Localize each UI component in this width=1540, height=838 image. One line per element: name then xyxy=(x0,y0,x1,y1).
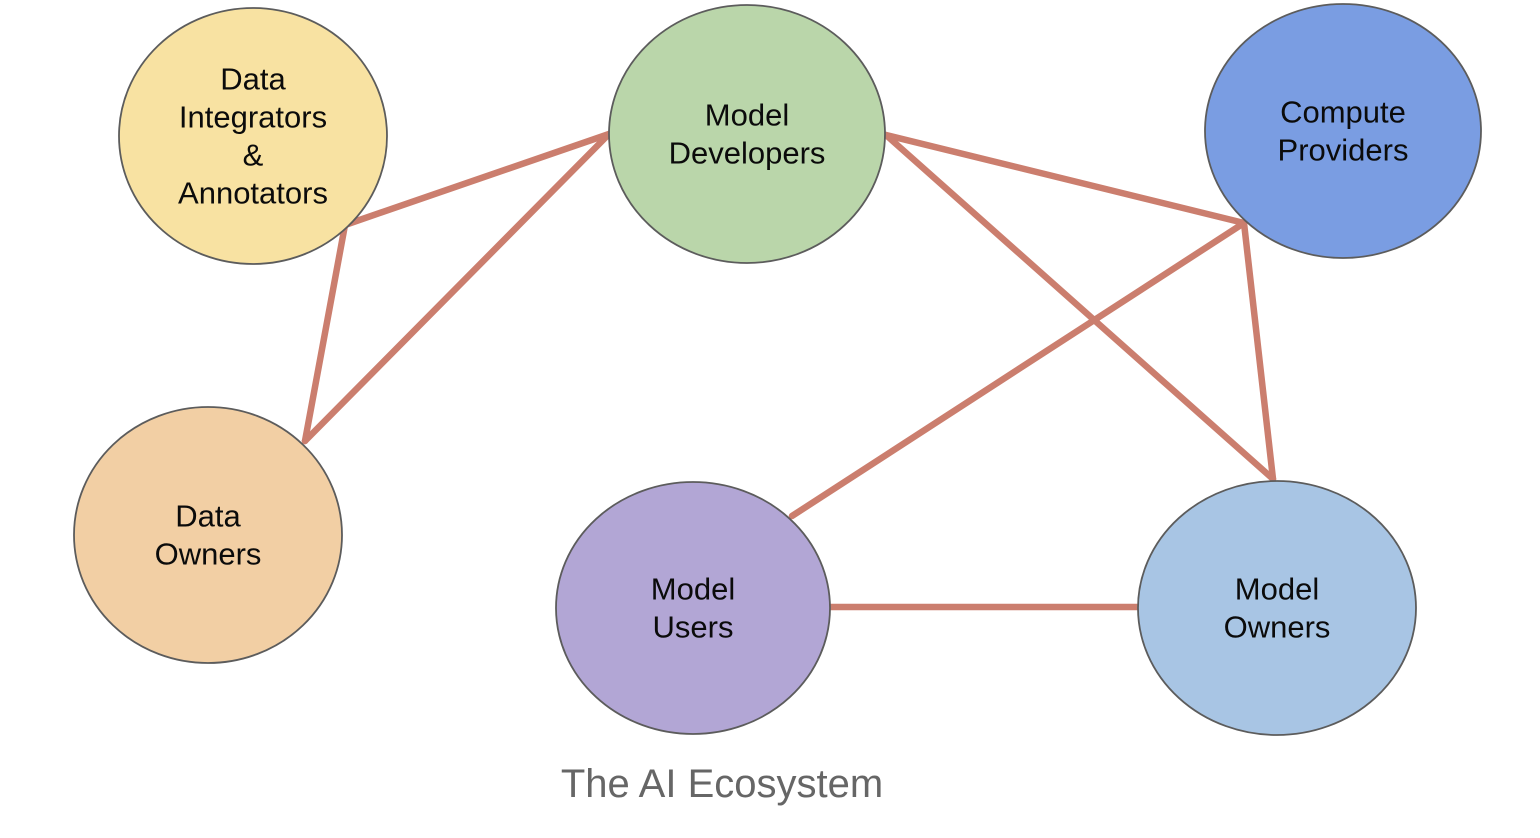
edge-data-integrators-annotators--model-developers xyxy=(341,130,613,229)
node-circle-model-owners xyxy=(1137,480,1417,736)
node-circle-compute-providers xyxy=(1204,3,1482,259)
edge-compute-providers--model-owners xyxy=(1240,219,1277,483)
node-circle-model-users xyxy=(555,481,831,735)
edges-layer xyxy=(301,130,1277,611)
node-circle-data-owners xyxy=(73,406,343,664)
node-circle-model-developers xyxy=(608,4,886,264)
edge-model-developers--compute-providers xyxy=(882,131,1248,227)
node-circle-data-integrators-annotators xyxy=(118,7,388,265)
diagram-title: The AI Ecosystem xyxy=(561,762,883,806)
edge-model-developers--model-owners xyxy=(882,131,1277,483)
edge-data-owners--model-developers xyxy=(301,130,613,445)
edge-data-integrators-annotators--data-owners xyxy=(301,221,349,445)
edge-compute-providers--model-users xyxy=(788,219,1248,520)
